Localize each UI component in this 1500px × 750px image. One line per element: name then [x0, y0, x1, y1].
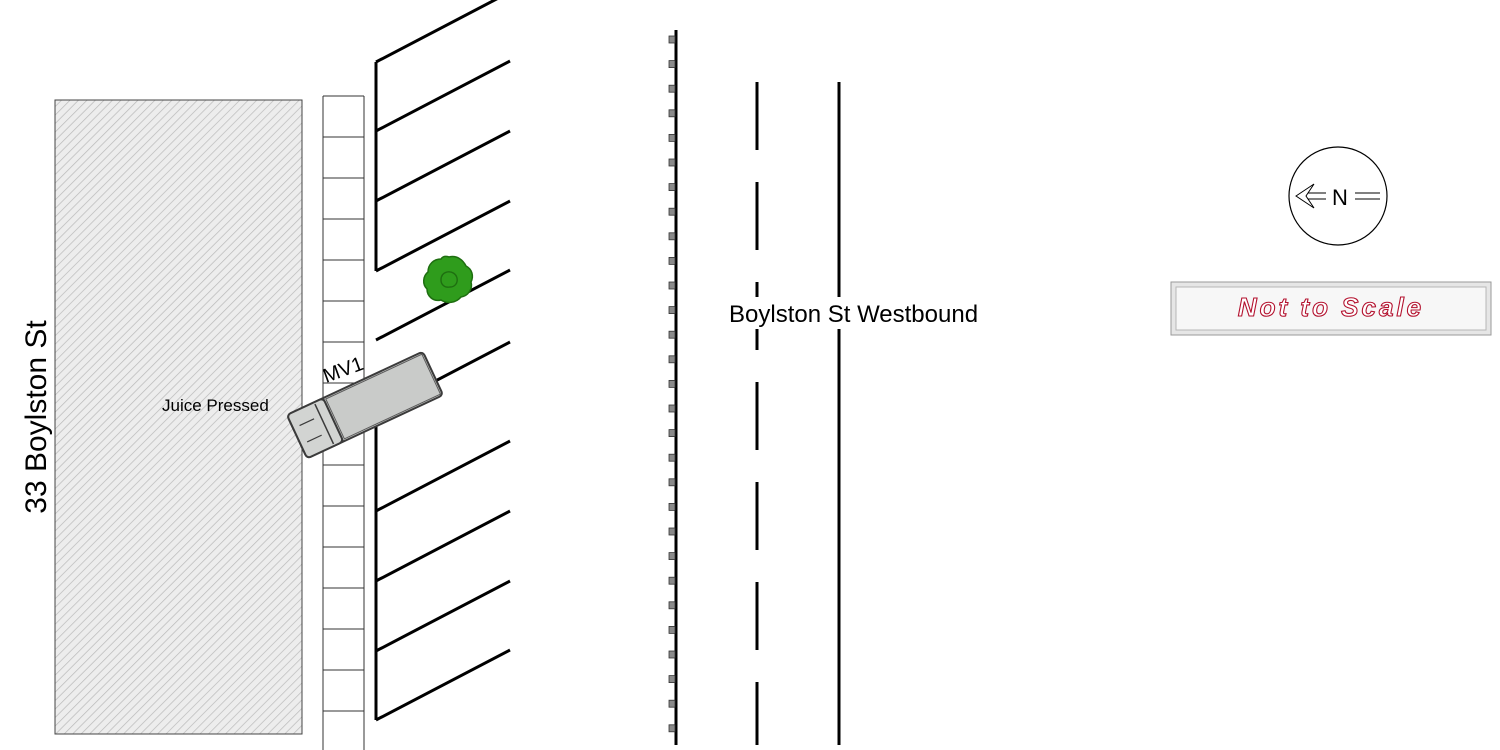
curb-drain-mark [668, 576, 676, 585]
curb-drain-mark [668, 478, 676, 487]
business-label: Juice Pressed [162, 396, 269, 415]
building-footprint [54, 99, 303, 735]
curb-drain-mark [668, 232, 676, 241]
parking-stall-line [375, 648, 511, 722]
curb-drain-mark [668, 527, 676, 536]
curb-drain-mark [668, 699, 676, 708]
curb-drain-mark [668, 133, 676, 142]
parking-stall-line [375, 509, 511, 583]
scale-note-text: Not to Scale [1238, 292, 1424, 322]
curb-drain-mark [668, 109, 676, 118]
curb-drain-mark [668, 502, 676, 511]
parking-stall-lines [375, 0, 511, 722]
scale-note [1170, 281, 1492, 336]
building [54, 99, 303, 735]
north-arrow-letter: N [1332, 185, 1348, 210]
curb-drain-mark [668, 256, 676, 265]
curb-drain-mark [668, 281, 676, 290]
parking-stall-line [375, 268, 511, 342]
curb-drain-mark [668, 429, 676, 438]
curb-drain-mark [668, 601, 676, 610]
parking-stall-line [375, 59, 511, 133]
curb-drain-mark [668, 453, 676, 462]
curb-drain-mark [668, 675, 676, 683]
curb-drain-mark [668, 158, 676, 167]
curb-drain-mark [668, 724, 676, 733]
north-arrow-icon [1288, 146, 1388, 246]
building-label: 33 Boylston St [20, 320, 53, 514]
parking-stall-line [375, 439, 511, 513]
curb-drain-mark [668, 355, 676, 364]
curb-drain-mark [668, 650, 676, 659]
parking-stall-line [375, 579, 511, 653]
curb-drain-mark [668, 60, 676, 68]
street-curb [668, 30, 678, 745]
sidewalk [322, 95, 365, 750]
tree-icon [423, 255, 474, 304]
curb-drain-mark [668, 35, 676, 44]
curb-drain-mark [668, 626, 676, 634]
curb-drain-mark [668, 207, 676, 216]
curb-drain-mark [668, 379, 676, 388]
curb-drain-mark [668, 404, 676, 413]
curb-drain-mark [668, 552, 676, 560]
curb-drain-mark [668, 183, 676, 192]
street-label: Boylston St Westbound [729, 301, 978, 328]
curb-drain-mark [668, 330, 676, 339]
curb-drain-mark [668, 84, 676, 93]
parking-stall-line [375, 199, 511, 273]
street-label-backdrop [728, 297, 990, 329]
parking-stall-line [375, 129, 511, 203]
parking-stall-line [375, 0, 498, 64]
vehicle-mv1 [287, 351, 443, 459]
curb-drain-mark [668, 306, 676, 315]
